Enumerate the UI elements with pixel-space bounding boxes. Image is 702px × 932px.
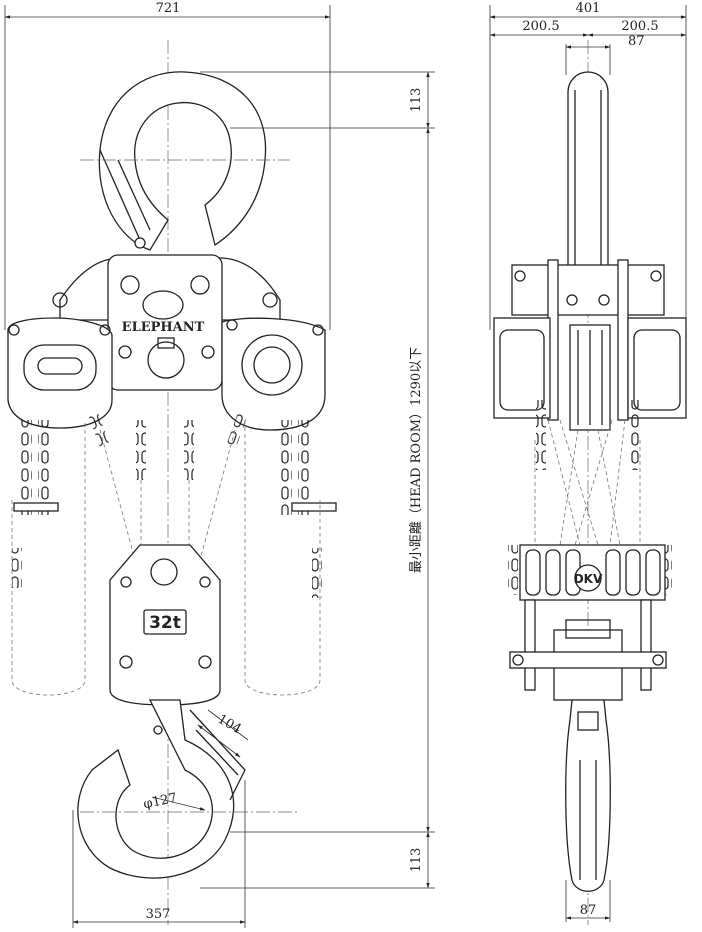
side-view: 401 200.5 200.5 87 [489,1,687,925]
side-bottom-hook: 87 [565,699,611,922]
capacity-plate-label: 32t [149,613,181,633]
top-hook [80,71,290,251]
top-hook-thickness-label: 87 [628,34,645,49]
side-upper-assembly [493,259,687,431]
maker-badge-label: DKV [574,572,603,586]
front-view: 721 ELEPHANT [4,1,435,928]
side-chains [508,400,672,595]
side-chain-lines [534,419,641,546]
capacity-plate [143,609,187,635]
right-wheel-cover [221,317,326,431]
side-top-hook [567,71,609,288]
bottom-hook-thickness-label: 87 [580,903,597,918]
side-left-half-label: 200.5 [522,19,559,34]
hook-throat-label: φ127 [142,791,178,813]
top-hook-height-label: 113 [409,88,424,113]
bottom-hook-height-label: 113 [409,848,424,873]
hook-width-label: 357 [146,907,171,922]
overall-width-label: 721 [156,1,181,16]
side-right-half-label: 200.5 [621,19,658,34]
overall-width-dimension: 721 [4,1,331,330]
elephant-logo [142,290,184,320]
head-room-label: 最小距離（HEAD ROOM）1290以下 [409,347,424,573]
vertical-dimensions: 113 最小距離（HEAD ROOM）1290以下 113 [200,71,435,889]
maker-badge [574,564,602,592]
bottom-hook [77,699,300,879]
front-chains [12,409,337,598]
brand-name: ELEPHANT [122,320,205,335]
side-bottom-block: DKV [509,544,667,701]
left-wheel-cover [7,317,113,429]
upper-frame: ELEPHANT [52,254,281,391]
side-width-dimensions: 401 200.5 200.5 87 [489,1,687,330]
side-overall-width-label: 401 [576,1,601,16]
bottom-block: 32t [109,544,221,706]
